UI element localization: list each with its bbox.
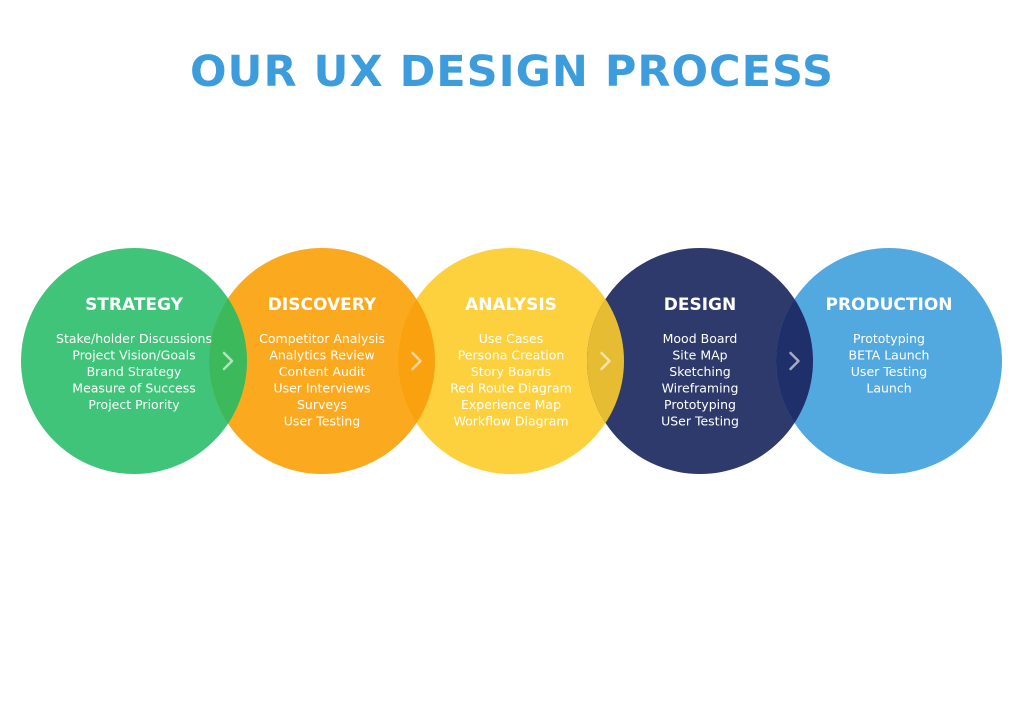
stage-item: USer Testing [661,414,739,429]
stage-item: Story Boards [471,364,551,379]
stage-item: Stake/holder Discussions [56,331,212,346]
stage-heading-design: DESIGN [664,295,736,315]
chevron-right-icon [789,351,800,371]
stage-item: Prototyping [853,331,925,346]
stage-heading-production: PRODUCTION [826,295,953,315]
stage-item: Competitor Analysis [259,331,385,346]
stage-heading-strategy: STRATEGY [85,295,184,315]
page-title: OUR UX DESIGN PROCESS [190,47,834,97]
stage-circle-discovery [209,248,435,474]
stage-item: Workflow Diagram [453,414,568,429]
stage-item: Use Cases [479,331,543,346]
stage-circle-strategy [21,248,247,474]
chevron-right-icon [222,351,234,371]
stage-item: Mood Board [663,331,738,346]
stage-item: BETA Launch [849,348,930,363]
chevron-right-icon [600,351,611,371]
stage-item: Content Audit [279,364,366,379]
stage-item: Experience Map [461,397,561,412]
stage-item: Brand Strategy [87,364,182,379]
chevron-right-icon [411,351,422,371]
stage-item: Surveys [297,397,347,412]
stage-item: User Testing [284,414,360,429]
stage-circle-analysis [398,248,624,474]
stage-item: Launch [866,381,911,396]
stage-circle-production [776,248,1002,474]
stage-heading-discovery: DISCOVERY [268,295,377,315]
stage-item: Sketching [669,364,730,379]
stage-item: Red Route Diagram [450,381,572,396]
stage-item: Persona Creation [458,348,565,363]
stage-item: Project Vision/Goals [72,348,195,363]
stage-item: Wireframing [662,381,739,396]
stage-item: Measure of Success [72,381,195,396]
stage-item: Site MAp [672,348,727,363]
stage-item: User Testing [851,364,927,379]
stage-item: Analytics Review [269,348,374,363]
stage-circle-design [587,248,813,474]
stage-item: User Interviews [273,381,370,396]
stage-item: Project Priority [88,397,180,412]
stage-heading-analysis: ANALYSIS [465,295,557,315]
stage-item: Prototyping [664,397,736,412]
